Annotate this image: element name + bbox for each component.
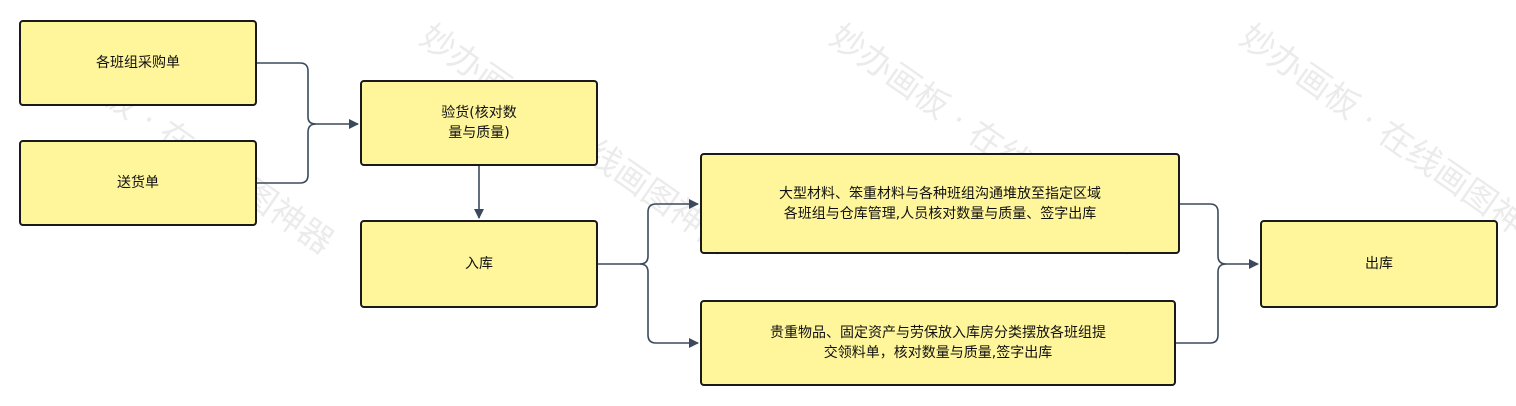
node-label: 送货单 <box>117 175 159 191</box>
connector-delivery-to-inspection <box>257 123 317 184</box>
node-outbound[interactable]: 出库 <box>1260 220 1498 308</box>
node-label: 出库 <box>1365 256 1393 272</box>
node-purchase-order[interactable]: 各班组采购单 <box>19 20 257 106</box>
node-label: 贵重物品、固定资产与劳保放入库房分类摆放各班组提 交领料单，核对数量与质量,签字… <box>770 325 1106 361</box>
connector-warehousing-to-valuables <box>639 263 699 348</box>
node-warehousing[interactable]: 入库 <box>360 220 598 308</box>
connector-warehousing-to-bulk <box>597 199 699 265</box>
connector-valuables-to-outbound <box>1176 263 1227 344</box>
node-inspection[interactable]: 验货(核对数 量与质量) <box>360 80 598 166</box>
node-label: 各班组采购单 <box>96 55 180 71</box>
connector-purchase-to-inspection <box>257 62 359 129</box>
node-delivery-note[interactable]: 送货单 <box>19 140 257 226</box>
connector-bulk-to-outbound <box>1180 203 1259 269</box>
node-valuables[interactable]: 贵重物品、固定资产与劳保放入库房分类摆放各班组提 交领料单，核对数量与质量,签字… <box>700 300 1176 386</box>
node-bulk-materials[interactable]: 大型材料、笨重材料与各种班组沟通堆放至指定区域 各班组与仓库管理,人员核对数量与… <box>700 153 1180 254</box>
node-label: 入库 <box>465 256 493 272</box>
node-label: 大型材料、笨重材料与各种班组沟通堆放至指定区域 各班组与仓库管理,人员核对数量与… <box>779 185 1101 222</box>
node-label: 验货(核对数 量与质量) <box>441 105 517 141</box>
